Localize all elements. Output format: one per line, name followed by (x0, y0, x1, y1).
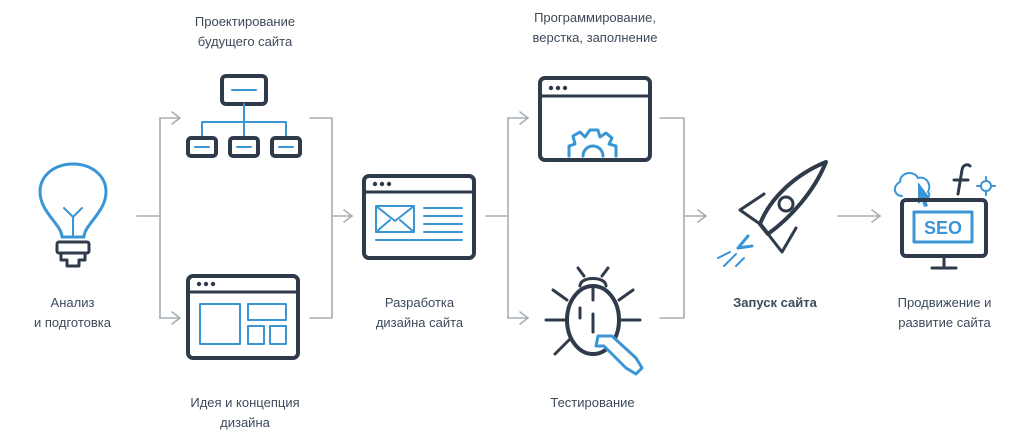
layout-icon (186, 274, 300, 360)
label-programming-line2: верстка, заполнение (532, 30, 658, 45)
label-testing: Тестирование (535, 393, 650, 413)
label-analysis: Анализ и подготовка (20, 293, 125, 333)
label-promotion: Продвижение и развитие сайта (882, 293, 1007, 333)
label-promotion-line2: развитие сайта (898, 315, 991, 330)
sitemap-icon (186, 74, 302, 158)
label-analysis-line1: Анализ (50, 295, 95, 310)
label-launch-line1: Запуск сайта (733, 295, 817, 310)
label-planning: Проектирование будущего сайта (180, 12, 310, 52)
label-design: Разработка дизайна сайта (362, 293, 477, 333)
web-design-icon (362, 174, 476, 260)
label-testing-line1: Тестирование (550, 395, 635, 410)
rocket-icon (717, 160, 828, 267)
label-concept-line2: дизайна (220, 415, 270, 430)
label-design-line1: Разработка (384, 295, 455, 310)
label-programming-line1: Программирование, (534, 10, 656, 25)
seo-badge: SEO (924, 218, 962, 238)
label-concept: Идея и концепция дизайна (175, 393, 315, 433)
connector-arrows (136, 111, 881, 325)
label-planning-line1: Проектирование (194, 14, 296, 29)
label-launch: Запуск сайта (720, 293, 830, 313)
browser-gear-icon (538, 76, 652, 162)
seo-monitor-icon: SEO (894, 163, 996, 270)
bug-wrench-icon (544, 266, 644, 376)
label-analysis-line2: и подготовка (34, 315, 111, 330)
lightbulb-icon (38, 162, 108, 268)
label-promotion-line1: Продвижение и (897, 295, 992, 310)
label-programming: Программирование, верстка, заполнение (520, 8, 670, 48)
label-design-line2: дизайна сайта (375, 315, 464, 330)
label-concept-line1: Идея и концепция (190, 395, 300, 410)
label-planning-line2: будущего сайта (197, 34, 293, 49)
